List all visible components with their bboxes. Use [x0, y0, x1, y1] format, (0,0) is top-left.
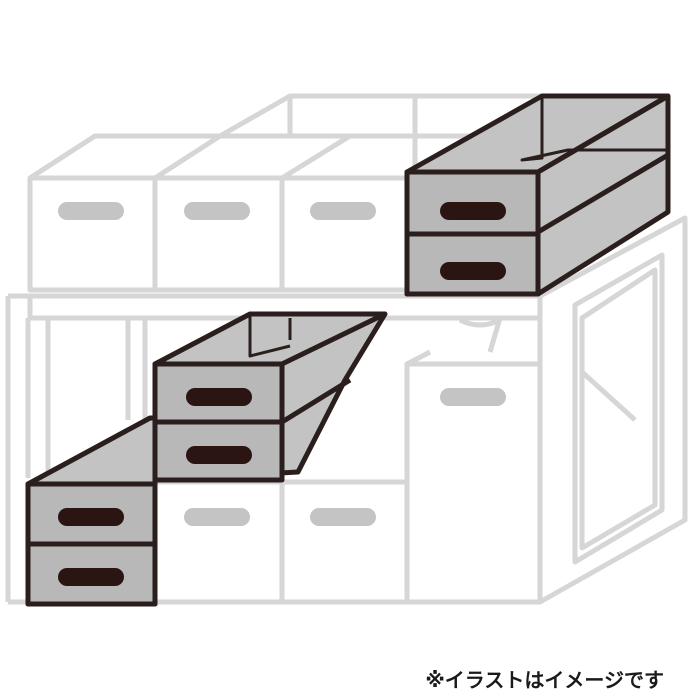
ghost-handles	[58, 202, 506, 526]
highlight-handles-upper	[440, 202, 506, 280]
highlight-handles-middle	[186, 388, 252, 464]
highlight-stack-upper	[404, 93, 671, 297]
highlight-handles-lower	[58, 508, 124, 586]
illustration-disclaimer: ※イラストはイメージです	[425, 668, 664, 692]
